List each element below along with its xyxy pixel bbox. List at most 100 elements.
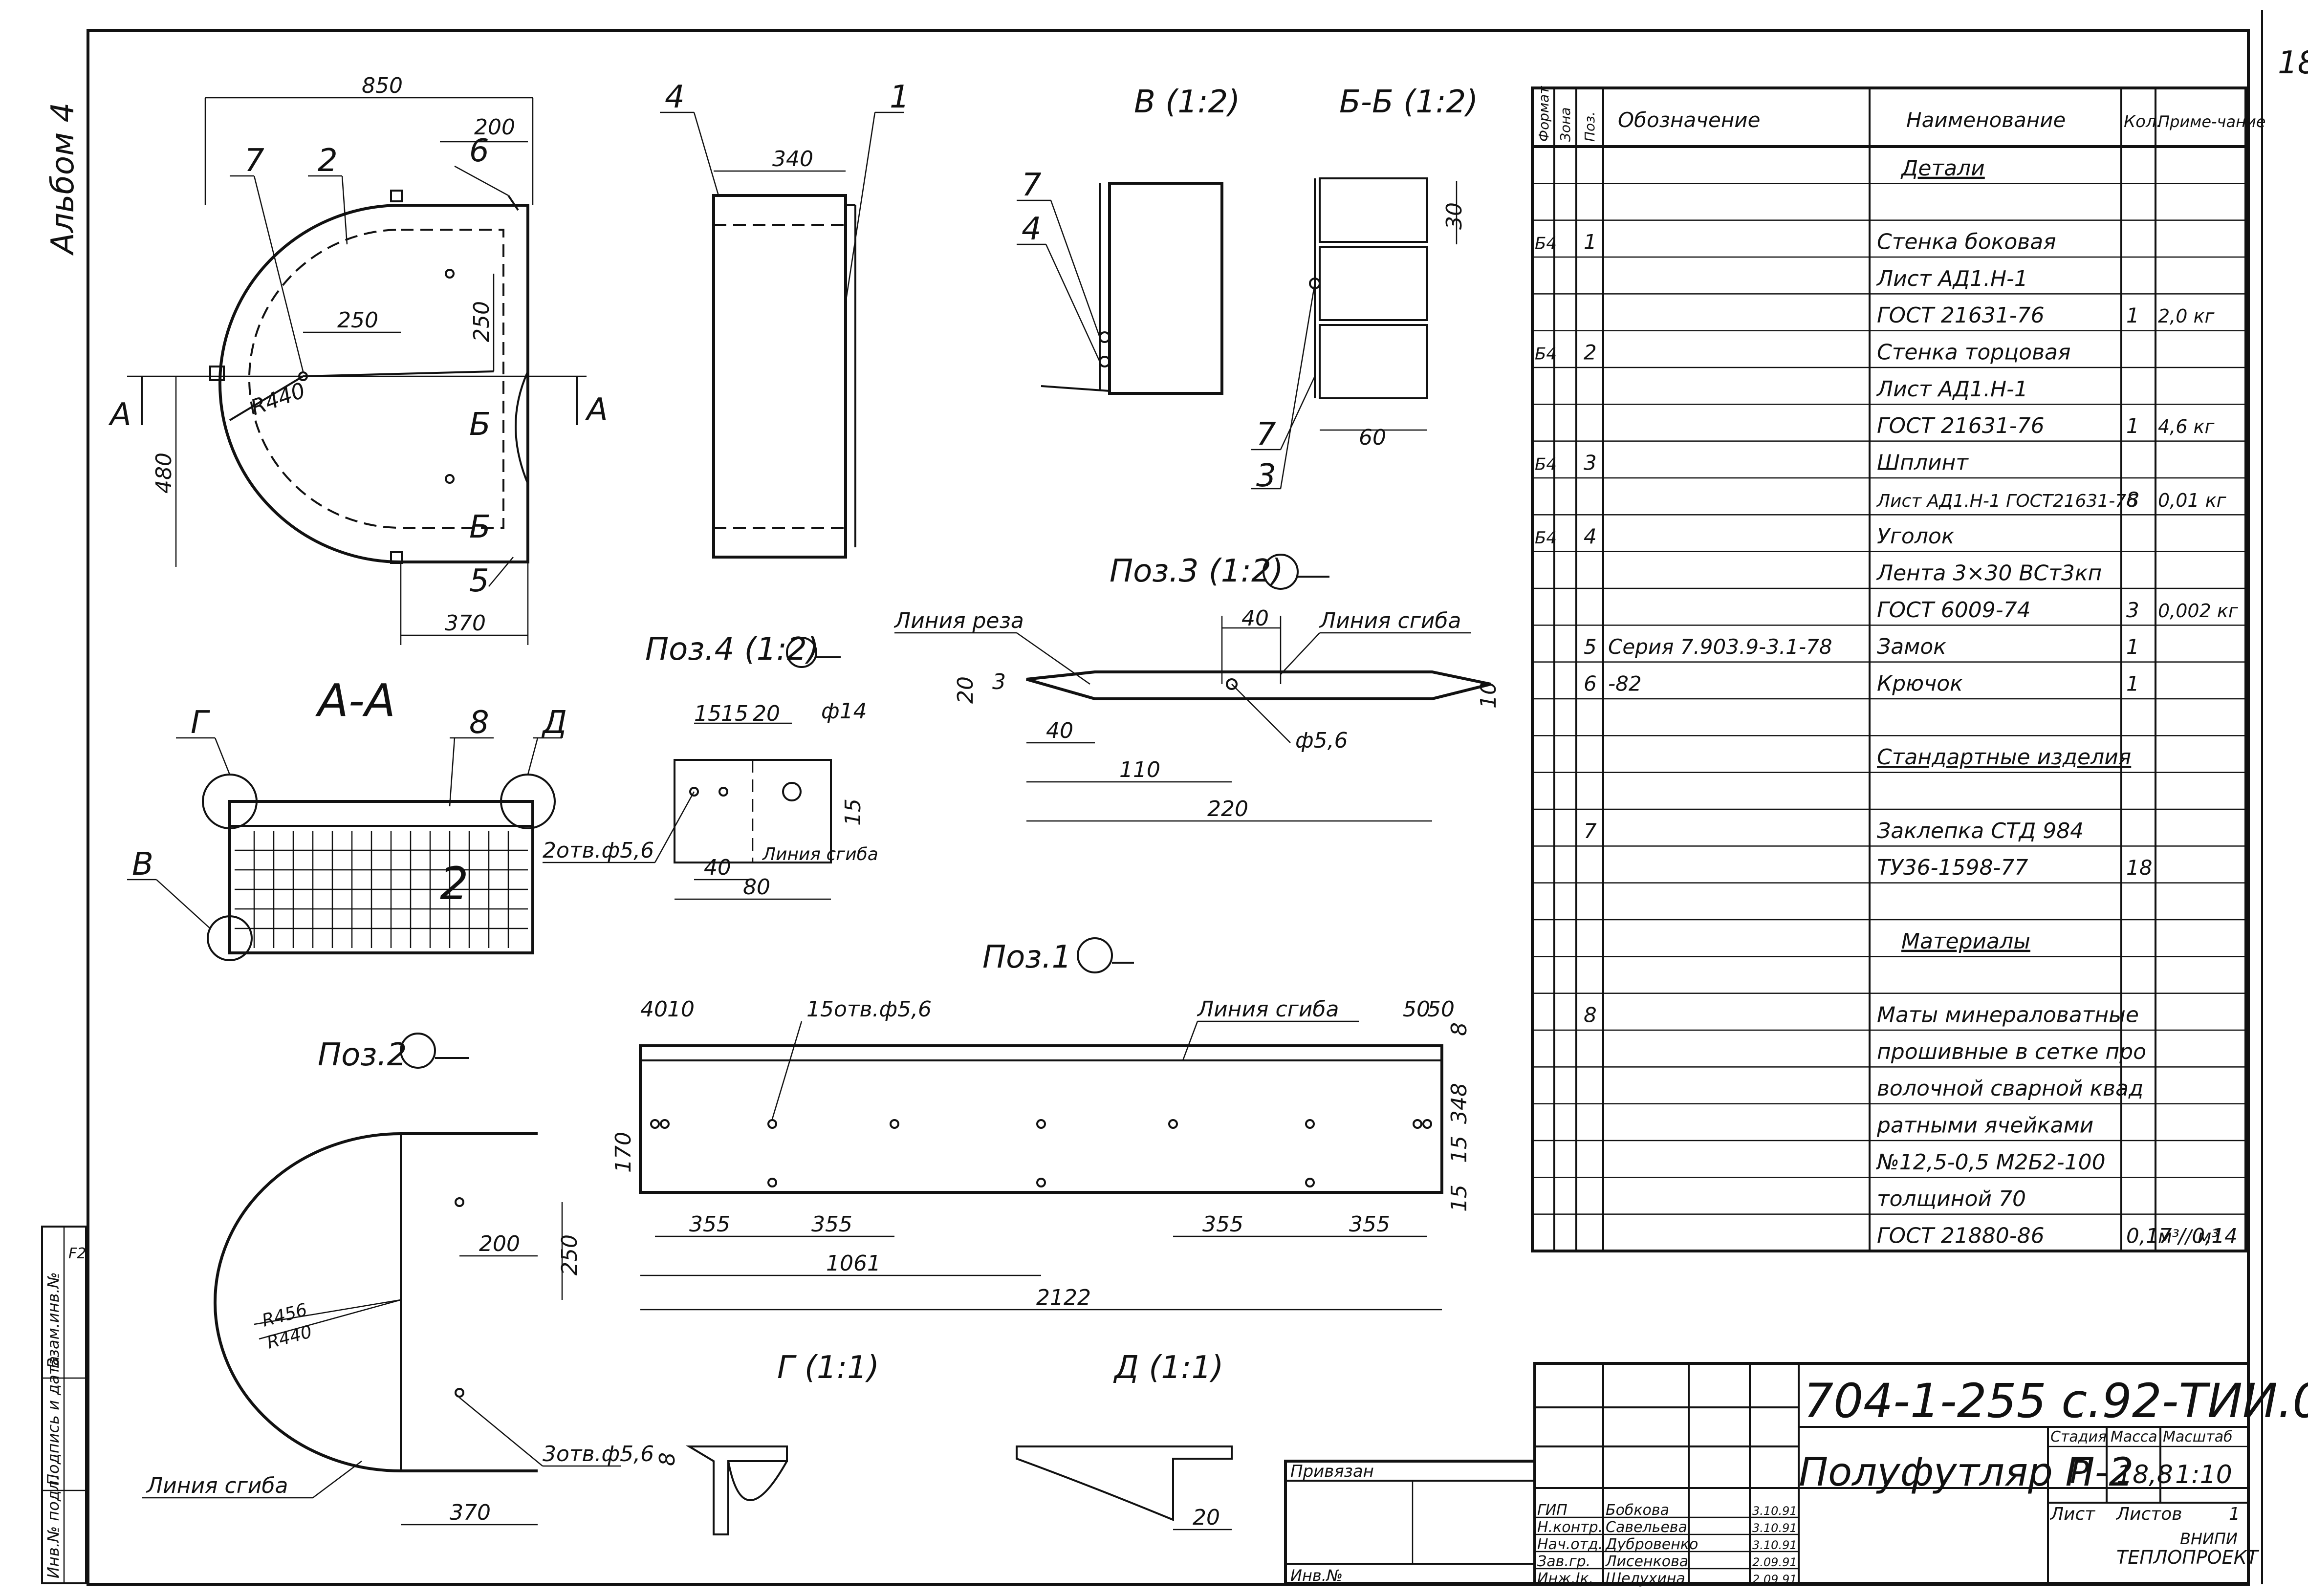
svg-text:Формат: Формат bbox=[1536, 86, 1552, 142]
poz2-view: Поз.2 200 250 R456 R440 370 3отв.ф5,6 Ли… bbox=[142, 1033, 654, 1526]
spec-cell-pos: 6 bbox=[1584, 671, 1597, 695]
spec-cell-pos: 3 bbox=[1584, 451, 1597, 474]
title-role-name: Бобкова bbox=[1606, 1502, 1669, 1519]
spec-cell-fmt: Б4 bbox=[1535, 234, 1557, 253]
svg-text:Зона: Зона bbox=[1557, 107, 1573, 142]
svg-text:В (1:2): В (1:2) bbox=[1134, 84, 1240, 120]
svg-text:370: 370 bbox=[450, 1500, 491, 1525]
svg-text:1: 1 bbox=[890, 79, 910, 115]
svg-text:340: 340 bbox=[772, 147, 813, 172]
svg-text:5: 5 bbox=[469, 563, 489, 599]
svg-text:1: 1 bbox=[2229, 1504, 2240, 1524]
section-aa: А-А 2 Г 8 Д В bbox=[127, 674, 567, 961]
album-label: Альбом 4 bbox=[45, 103, 81, 256]
title-role-role: Зав.гр. bbox=[1537, 1553, 1590, 1570]
spec-cell-name: Замок bbox=[1877, 634, 1946, 659]
svg-text:Поз.2: Поз.2 bbox=[318, 1037, 407, 1073]
svg-text:4: 4 bbox=[1022, 211, 1042, 247]
spec-cell-name: Лист АД1.Н-1 ГОСТ21631-76 bbox=[1876, 491, 2137, 511]
svg-text:30: 30 bbox=[1442, 202, 1467, 230]
svg-text:3: 3 bbox=[992, 669, 1006, 694]
svg-text:Поз.3 (1:2): Поз.3 (1:2) bbox=[1110, 553, 1284, 589]
title-block: Привязан Инв.№ 704-1-255 с.92-ТИИ.06 Пол… bbox=[1284, 1362, 2308, 1587]
spec-cell-qty: 3 bbox=[2126, 598, 2139, 622]
svg-text:Д (1:1): Д (1:1) bbox=[1113, 1350, 1223, 1386]
spec-cell-pos: 8 bbox=[1584, 1003, 1597, 1027]
svg-text:480: 480 bbox=[152, 453, 176, 494]
svg-text:15: 15 bbox=[721, 701, 748, 726]
svg-text:Р: Р bbox=[2070, 1455, 2089, 1491]
view-d: Д (1:1) 20 bbox=[1016, 1350, 1233, 1531]
title-role-name: Шелухина bbox=[1606, 1570, 1685, 1587]
spec-cell-name: Крючок bbox=[1877, 671, 1963, 696]
svg-text:Масштаб: Масштаб bbox=[2163, 1428, 2233, 1445]
svg-text:ф14: ф14 bbox=[821, 699, 867, 724]
svg-text:Г (1:1): Г (1:1) bbox=[777, 1350, 879, 1386]
title-role-name: Дубровенко bbox=[1605, 1536, 1698, 1553]
svg-text:355: 355 bbox=[1349, 1212, 1390, 1237]
view-g: Г (1:1) 8 bbox=[655, 1350, 879, 1535]
svg-text:170: 170 bbox=[611, 1132, 636, 1173]
poz4-view: Поз.4 (1:2) 15 15 20 ф14 15 40 80 2отв.ф… bbox=[543, 631, 878, 900]
side-stamp: Инв.№ подл. Подпись и дата Взам.инв.№ F2 bbox=[41, 1226, 87, 1584]
poz3-view: Поз.3 (1:2) Линия реза Линия сгиба 40 20… bbox=[893, 553, 1501, 822]
spec-cell-fmt: Б4 bbox=[1535, 344, 1557, 364]
spec-cell-name: ГОСТ 21631-76 bbox=[1877, 303, 2045, 328]
svg-text:250: 250 bbox=[557, 1234, 582, 1275]
svg-text:Привязан: Привязан bbox=[1290, 1462, 1374, 1481]
view-v: В (1:2) 7 4 bbox=[1017, 84, 1240, 395]
title-role-role: Инж.Iк. bbox=[1537, 1570, 1593, 1587]
spec-cell-pos: 4 bbox=[1584, 524, 1597, 548]
svg-text:Подпись и дата: Подпись и дата bbox=[44, 1356, 63, 1486]
spec-cell-name: ГОСТ 6009-74 bbox=[1877, 598, 2031, 623]
svg-text:7: 7 bbox=[1256, 416, 1276, 453]
svg-text:40: 40 bbox=[640, 997, 668, 1022]
title-role-date: 3.10.91 bbox=[1752, 1504, 1797, 1518]
svg-text:Масса: Масса bbox=[2111, 1428, 2157, 1445]
spec-cell-qty: 1 bbox=[2126, 414, 2139, 438]
title-role-name: Лисенкова bbox=[1605, 1553, 1688, 1570]
svg-text:Линия реза: Линия реза bbox=[893, 608, 1024, 633]
spec-cell-name: Лента 3×30 ВСт3кп bbox=[1876, 561, 2102, 585]
title-role-name: Савельева bbox=[1606, 1519, 1687, 1536]
svg-text:850: 850 bbox=[362, 73, 403, 98]
svg-text:Линия сгиба: Линия сгиба bbox=[762, 844, 878, 864]
svg-text:А: А bbox=[108, 397, 131, 433]
title-role-role: ГИП bbox=[1537, 1502, 1568, 1519]
spec-cell-name: ГОСТ 21631-76 bbox=[1877, 413, 2045, 438]
svg-text:7: 7 bbox=[244, 143, 264, 179]
svg-text:Б: Б bbox=[469, 509, 491, 545]
svg-text:7: 7 bbox=[1022, 167, 1042, 203]
poz1-view: Поз.1 15отв.ф5,6 Линия сгиба 40 10 50 50… bbox=[611, 937, 1472, 1311]
spec-cell-qty: 8 bbox=[2126, 488, 2139, 512]
spec-cell-name: прошивные в сетке про bbox=[1877, 1039, 2146, 1064]
spec-cell-name: Заклепка СТД 984 bbox=[1877, 819, 2084, 843]
svg-text:Д: Д bbox=[541, 705, 567, 741]
svg-text:8: 8 bbox=[469, 705, 489, 741]
svg-text:2: 2 bbox=[318, 143, 338, 179]
svg-text:8: 8 bbox=[655, 1452, 680, 1466]
svg-text:20: 20 bbox=[1193, 1505, 1220, 1530]
svg-text:Б-Б (1:2): Б-Б (1:2) bbox=[1339, 84, 1478, 120]
spec-cell-note: 2,0 кг bbox=[2158, 305, 2215, 327]
spec-cell-name: Маты минераловатные bbox=[1877, 1002, 2139, 1027]
svg-text:15отв.ф5,6: 15отв.ф5,6 bbox=[806, 997, 932, 1022]
svg-text:А-А: А-А bbox=[315, 674, 395, 727]
spec-cell-fmt: Б4 bbox=[1535, 528, 1557, 548]
svg-text:ф5,6: ф5,6 bbox=[1295, 728, 1348, 753]
sheet-corner-number: 18 bbox=[2278, 45, 2308, 81]
svg-text:Инв.№: Инв.№ bbox=[1290, 1566, 1343, 1585]
svg-text:3отв.ф5,6: 3отв.ф5,6 bbox=[543, 1442, 654, 1467]
svg-text:50: 50 bbox=[1427, 997, 1455, 1022]
svg-text:Инв.№ подл.: Инв.№ подл. bbox=[44, 1475, 63, 1578]
spec-cell-name: Материалы bbox=[1901, 929, 2030, 954]
svg-text:200: 200 bbox=[479, 1231, 520, 1256]
svg-text:Линия сгиба: Линия сгиба bbox=[1319, 608, 1461, 633]
svg-text:8: 8 bbox=[1447, 1022, 1472, 1036]
svg-text:250: 250 bbox=[337, 308, 378, 333]
spec-cell-name: Стенка боковая bbox=[1877, 229, 2056, 254]
svg-text:2: 2 bbox=[440, 858, 469, 910]
svg-text:6: 6 bbox=[469, 133, 489, 169]
svg-text:Поз.4 (1:2): Поз.4 (1:2) bbox=[645, 631, 819, 668]
spec-cell-qty: 1 bbox=[2126, 303, 2139, 327]
